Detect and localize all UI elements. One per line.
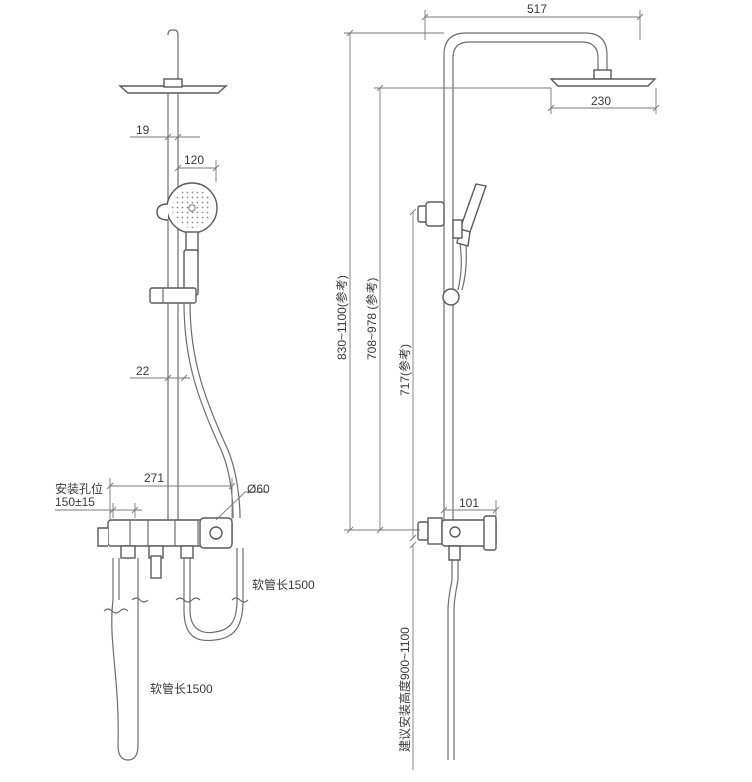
front-outlet-3 (180, 545, 194, 559)
side-handshower-hose (457, 242, 462, 291)
front-top-pipe (167, 29, 179, 82)
dim-517-tick2 (636, 13, 644, 21)
dim-230-tick1 (547, 104, 555, 112)
side-hose-right (453, 560, 459, 760)
install-height-label: 建议安装高度900~1100 (397, 627, 412, 752)
side-valve-outlet (448, 545, 461, 561)
break-mark-1 (103, 608, 129, 614)
front-head-connector (163, 78, 183, 88)
side-handshower-hose-inner (461, 244, 467, 291)
dim-830-label: 830~1100(参考) (334, 275, 349, 360)
dim-271-tick1 (106, 482, 114, 490)
side-valve-knob (483, 515, 497, 551)
dim-708-tick1 (376, 84, 384, 92)
break-mark-4 (231, 597, 249, 603)
dim-101-tick2 (492, 506, 500, 514)
front-hose-loop (183, 548, 244, 642)
dim-717-tick1 (409, 208, 417, 216)
dim-19-label: 19 (136, 123, 150, 137)
front-hose-loop-inner (189, 548, 238, 634)
side-hose-left (447, 560, 453, 760)
dim-120-label: 120 (184, 153, 204, 167)
side-handshower-head (459, 183, 487, 233)
side-overhead-head (549, 78, 657, 87)
front-head-bracket (156, 203, 169, 221)
dim-22-label: 22 (136, 364, 150, 378)
install-hole-label: 安装孔位 (55, 481, 103, 496)
front-view: 19 120 22 271 安装孔位 150±15 Ø60 软管长150 (55, 29, 315, 761)
dim-22-tick2 (180, 374, 188, 382)
dim-708-label: 708~978 (参考) (364, 278, 379, 360)
dim-knob-label: Ø60 (247, 482, 270, 496)
front-handshower-neck (185, 231, 199, 253)
front-slider-holder (149, 287, 197, 304)
dim-717-label: 717(参考) (397, 344, 412, 396)
dim-717-tick2 (409, 534, 417, 542)
install-hole-value: 150±15 (55, 495, 95, 509)
side-riser-outer (443, 32, 608, 522)
dim-120-tick2 (212, 164, 220, 172)
dim-271-tick2 (228, 482, 236, 490)
hose-right-label: 软管长1500 (252, 577, 315, 592)
break-mark-3 (175, 597, 201, 603)
side-head-connector (593, 69, 612, 80)
hose-left-label: 软管长1500 (150, 681, 213, 696)
front-valve-nub (97, 527, 108, 547)
dim-101-tick1 (440, 506, 448, 514)
side-valve-wall (417, 521, 429, 541)
dim-19-tick2 (174, 133, 182, 141)
dim-708-tick2 (376, 526, 384, 534)
front-handshower-center (188, 204, 196, 212)
dim-22-tick1 (164, 374, 172, 382)
dim-230-label: 230 (591, 94, 611, 108)
front-spout (150, 555, 162, 579)
side-handshower-clip (452, 219, 463, 239)
dim-830-tick2 (346, 526, 354, 534)
dim-101-label: 101 (459, 496, 479, 510)
front-hose-upper-outer (189, 302, 241, 519)
dim-271-label: 271 (144, 471, 164, 485)
dim-install-height-tick (409, 541, 417, 549)
break-mark-2 (131, 597, 149, 603)
side-riser-inner (452, 41, 599, 522)
dim-install-tick1 (109, 506, 117, 514)
side-valve-port (449, 526, 461, 538)
dim-120-tick1 (174, 164, 182, 172)
dim-230-tick2 (652, 104, 660, 112)
dim-830-tick1 (346, 29, 354, 37)
dim-517-label: 517 (527, 2, 547, 16)
dim-19-tick1 (164, 133, 172, 141)
side-slider-ball (442, 288, 460, 306)
dim-knob-leader (215, 491, 246, 521)
front-overhead-head (118, 85, 228, 94)
front-outlet-1 (120, 545, 136, 559)
front-valve-knob-cap (209, 526, 223, 540)
dim-install-tick2 (131, 506, 139, 514)
front-hose-left (111, 558, 139, 761)
side-holder-body (425, 201, 445, 227)
side-view: 517 230 830~1100(参考) 708~978 (参考) 717(参考… (334, 2, 660, 770)
dim-517-tick1 (421, 13, 429, 21)
side-valve-plate (427, 517, 443, 545)
